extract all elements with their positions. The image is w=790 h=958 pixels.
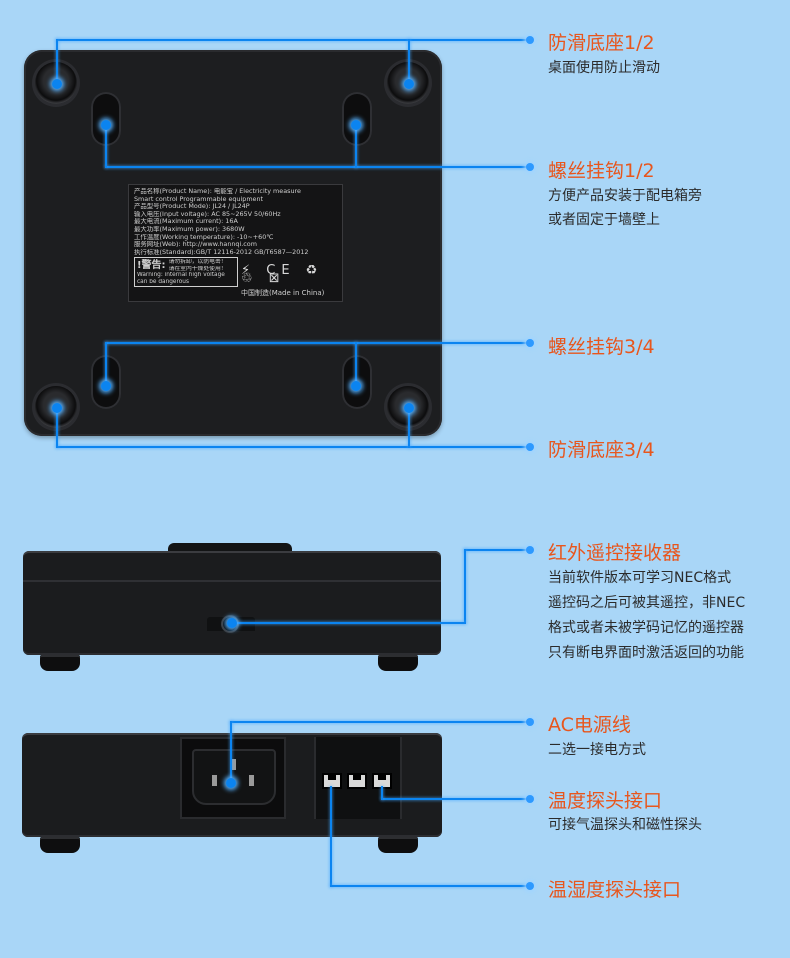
callout-line bbox=[56, 39, 58, 83]
callout-end-dot bbox=[526, 339, 534, 347]
callout-line bbox=[105, 124, 107, 168]
callout-dot bbox=[351, 120, 361, 130]
callout-line bbox=[355, 124, 357, 168]
callout-end-dot bbox=[526, 546, 534, 554]
callout-line bbox=[105, 166, 530, 168]
callout-dot bbox=[351, 381, 361, 391]
callout-line bbox=[56, 39, 530, 41]
label-line: Smart control Programmable equipment bbox=[134, 195, 264, 203]
callout-line bbox=[464, 549, 530, 551]
warning-cn-line: 请在室内干燥处使用！ bbox=[168, 265, 227, 272]
callout-title-hooks-1-2: 螺丝挂钩1/2 bbox=[548, 160, 655, 182]
label-line: 最大电流(Maximum current): 16A bbox=[134, 218, 238, 226]
callout-line bbox=[381, 786, 383, 800]
side-foot bbox=[40, 837, 80, 853]
callout-desc: 当前软件版本可学习NEC格式 bbox=[548, 570, 732, 586]
callout-title-temp-port: 温度探头接口 bbox=[548, 790, 663, 812]
callout-desc: 可接气温探头和磁性探头 bbox=[548, 817, 702, 833]
callout-line bbox=[464, 549, 466, 623]
callout-end-dot bbox=[526, 718, 534, 726]
callout-title-feet-3-4: 防滑底座3/4 bbox=[548, 439, 655, 461]
product-label-plate: 产品名称(Product Name): 电能宝 / Electricity me… bbox=[128, 184, 343, 302]
side-foot bbox=[378, 655, 418, 671]
callout-line bbox=[56, 446, 530, 448]
label-line: 执行标准(Standard):GB/T 12116-2012 GB/T6587—… bbox=[134, 248, 309, 256]
callout-desc: 只有断电界面时激活返回的功能 bbox=[548, 645, 744, 661]
probe-jack bbox=[347, 773, 367, 789]
callout-line bbox=[381, 798, 530, 800]
callout-desc: 二选一接电方式 bbox=[548, 742, 646, 758]
callout-line bbox=[330, 885, 530, 887]
callout-title-feet-1-2: 防滑底座1/2 bbox=[548, 32, 655, 54]
humidity-probe-jack bbox=[322, 773, 342, 789]
callout-title-humidity-port: 温湿度探头接口 bbox=[548, 879, 682, 901]
callout-end-dot bbox=[526, 36, 534, 44]
callout-desc: 桌面使用防止滑动 bbox=[548, 60, 660, 76]
callout-line bbox=[105, 342, 530, 344]
warning-en-line: can be dangerous bbox=[137, 278, 189, 285]
callout-title-ir-receiver: 红外遥控接收器 bbox=[548, 542, 682, 564]
label-line: 服务网址(Web): http://www.hannqi.com bbox=[134, 241, 257, 249]
callout-line bbox=[232, 622, 466, 624]
label-line: 输入电压(Input voltage): AC 85~265V 50/60Hz bbox=[134, 210, 281, 218]
callout-desc: 或者固定于墙壁上 bbox=[548, 212, 660, 228]
side-foot bbox=[378, 837, 418, 853]
warning-box: !警告: 请勿拆卸，以防电击！ 请在室内干燥处使用！ Warning: inte… bbox=[134, 257, 238, 287]
warning-title: !警告: bbox=[137, 260, 166, 272]
device-top-cap bbox=[168, 543, 292, 553]
label-line: 产品名称(Product Name): 电能宝 / Electricity me… bbox=[134, 188, 301, 195]
callout-line bbox=[408, 39, 410, 83]
callout-dot bbox=[52, 403, 62, 413]
callout-line bbox=[330, 786, 332, 887]
callout-line bbox=[105, 342, 107, 386]
callout-dot bbox=[101, 120, 111, 130]
label-line: 产品型号(Product Mode): JL24 / JL24P bbox=[134, 203, 250, 211]
callout-dot bbox=[226, 778, 236, 788]
warning-en-line: Warning: internal high voltage bbox=[137, 272, 225, 279]
callout-title-hooks-3-4: 螺丝挂钩3/4 bbox=[548, 336, 655, 358]
callout-dot bbox=[404, 79, 414, 89]
screw-hook-4 bbox=[342, 355, 372, 409]
callout-dot bbox=[101, 381, 111, 391]
callout-title-ac-power: AC电源线 bbox=[548, 714, 631, 736]
probe-port-panel bbox=[314, 737, 402, 819]
label-line: 工作温度(Working temperature): -10~+60℃ bbox=[134, 233, 274, 241]
side-foot bbox=[40, 655, 80, 671]
callout-line bbox=[408, 407, 410, 448]
callout-end-dot bbox=[526, 882, 534, 890]
callout-desc: 遥控码之后可被其遥控，非NEC bbox=[548, 595, 746, 611]
screw-hook-2 bbox=[342, 92, 372, 146]
callout-desc: 方便产品安装于配电箱旁 bbox=[548, 188, 702, 204]
made-in-china-text: 中国制造(Made in China) bbox=[241, 289, 325, 297]
certification-marks-icon: ⚡ CE ♻ ♲ ⊠ bbox=[241, 263, 324, 286]
callout-line bbox=[230, 721, 232, 783]
callout-line bbox=[56, 407, 58, 448]
warning-cn-line: 请勿拆卸，以防电击！ bbox=[168, 259, 227, 266]
callout-line bbox=[355, 342, 357, 386]
callout-desc: 格式或者未被学码记忆的遥控器 bbox=[548, 620, 744, 636]
device-side-view-front bbox=[23, 551, 441, 655]
callout-line bbox=[230, 721, 530, 723]
callout-end-dot bbox=[526, 163, 534, 171]
callout-dot bbox=[227, 618, 237, 628]
label-line: 最大功率(Maximum power): 3680W bbox=[134, 225, 245, 233]
callout-dot bbox=[404, 403, 414, 413]
callout-dot bbox=[52, 79, 62, 89]
callout-end-dot bbox=[526, 795, 534, 803]
callout-end-dot bbox=[526, 443, 534, 451]
side-seam bbox=[23, 580, 441, 582]
